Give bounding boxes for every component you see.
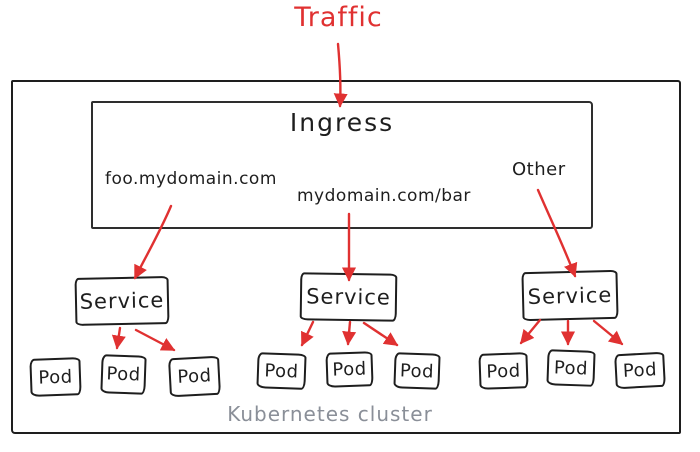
cluster-boundary-box xyxy=(11,80,681,434)
ingress-title: Ingress xyxy=(289,108,395,137)
ingress-rule-bar: mydomain.com/bar xyxy=(297,186,471,206)
pod-box-5: Pod xyxy=(325,351,374,388)
pod-box-1: Pod xyxy=(29,357,82,397)
pod-box-7: Pod xyxy=(478,352,529,390)
ingress-box: Ingress foo.mydomain.com mydomain.com/ba… xyxy=(91,101,593,229)
pod-box-2: Pod xyxy=(100,354,147,395)
pod-box-6: Pod xyxy=(393,352,441,390)
service-box-1: Service xyxy=(74,276,170,326)
pod-box-9: Pod xyxy=(614,351,666,390)
ingress-rule-other: Other xyxy=(512,159,566,180)
traffic-label: Traffic xyxy=(294,2,383,33)
pod-box-8: Pod xyxy=(546,349,596,387)
pod-box-3: Pod xyxy=(168,355,221,398)
pod-box-4: Pod xyxy=(256,352,307,390)
service-box-2: Service xyxy=(299,272,398,322)
service-box-3: Service xyxy=(521,269,619,322)
cluster-label: Kubernetes cluster xyxy=(227,402,433,426)
ingress-rule-foo: foo.mydomain.com xyxy=(105,169,277,189)
